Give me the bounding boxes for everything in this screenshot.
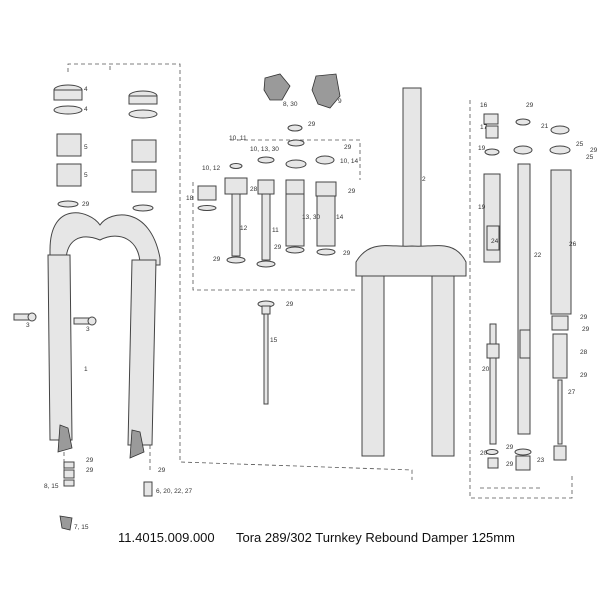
lower-leg-assembly — [13, 84, 161, 531]
diagram-caption: 11.4015.009.000 Tora 289/302 Turnkey Reb… — [118, 530, 515, 545]
callout-label: 5 — [84, 172, 88, 179]
callout-label: 29 — [590, 147, 598, 154]
callout-label: 11 — [272, 227, 279, 234]
callout-label: 16 — [480, 102, 488, 109]
callout-label: 29 — [344, 144, 352, 151]
callout-label: 24 — [491, 238, 499, 245]
callout-label: 8, 30 — [283, 101, 298, 108]
callout-label: 29 — [82, 201, 90, 208]
callout-label: 26 — [569, 241, 577, 248]
callout-label: 2 — [422, 176, 426, 183]
callout-label: 21 — [541, 123, 549, 130]
damper-parts — [197, 73, 341, 405]
callout-labels: 4 4 5 5 29 1 3 3 29 29 8, 15 7, 15 29 6,… — [26, 86, 598, 531]
callout-label: 3 — [86, 326, 90, 333]
callout-label: 29 — [213, 256, 221, 263]
callout-label: 20 — [480, 450, 488, 457]
callout-label: 29 — [308, 121, 316, 128]
callout-label: 23 — [537, 457, 545, 464]
callout-label: 7, 15 — [74, 524, 89, 531]
callout-label: 29 — [286, 301, 294, 308]
callout-label: 10, 13, 30 — [250, 146, 279, 153]
callout-label: 10, 11 — [229, 135, 247, 142]
callout-label: 19 — [478, 204, 486, 211]
callout-label: 29 — [86, 467, 94, 474]
callout-label: 14 — [336, 214, 344, 221]
callout-label: 4 — [84, 86, 88, 93]
crown-stanchion-assembly — [355, 87, 467, 457]
callout-label: 22 — [534, 252, 542, 259]
callout-label: 5 — [84, 144, 88, 151]
callout-label: 20 — [482, 366, 490, 373]
callout-label: 25 — [576, 141, 584, 148]
callout-label: 12 — [240, 225, 248, 232]
spring-air-parts — [483, 113, 572, 471]
callout-label: 19 — [478, 145, 486, 152]
callout-label: 6, 20, 22, 27 — [156, 488, 193, 495]
callout-label: 29 — [526, 102, 534, 109]
callout-label: 8, 15 — [44, 483, 59, 490]
callout-label: 10, 12 — [202, 165, 220, 172]
callout-label: 29 — [506, 461, 514, 468]
callout-label: 18 — [186, 195, 194, 202]
callout-label: 29 — [274, 244, 282, 251]
callout-label: 29 — [343, 250, 351, 257]
part-number: 11.4015.009.000 — [118, 530, 215, 545]
callout-label: 29 — [580, 372, 588, 379]
callout-label: 29 — [580, 314, 588, 321]
callout-label: 10, 14 — [340, 158, 358, 165]
callout-label: 15 — [270, 337, 278, 344]
callout-label: 4 — [84, 106, 88, 113]
callout-label: 29 — [86, 457, 94, 464]
callout-label: 27 — [568, 389, 576, 396]
callout-label: 29 — [506, 444, 514, 451]
callout-label: 29 — [348, 188, 356, 195]
callout-label: 29 — [582, 326, 590, 333]
callout-label: 3 — [26, 322, 30, 329]
callout-label: 28 — [250, 186, 258, 193]
callout-label: 13, 30 — [302, 214, 320, 221]
callout-label: 17 — [480, 124, 488, 131]
callout-label: 29 — [158, 467, 166, 474]
callout-label: 1 — [84, 366, 88, 373]
callout-label: 9 — [338, 98, 342, 105]
diagram-title: Tora 289/302 Turnkey Rebound Damper 125m… — [236, 530, 515, 545]
assembly-guide-lines — [63, 63, 573, 499]
callout-label: 28 — [580, 349, 588, 356]
callout-label: 25 — [586, 154, 594, 161]
